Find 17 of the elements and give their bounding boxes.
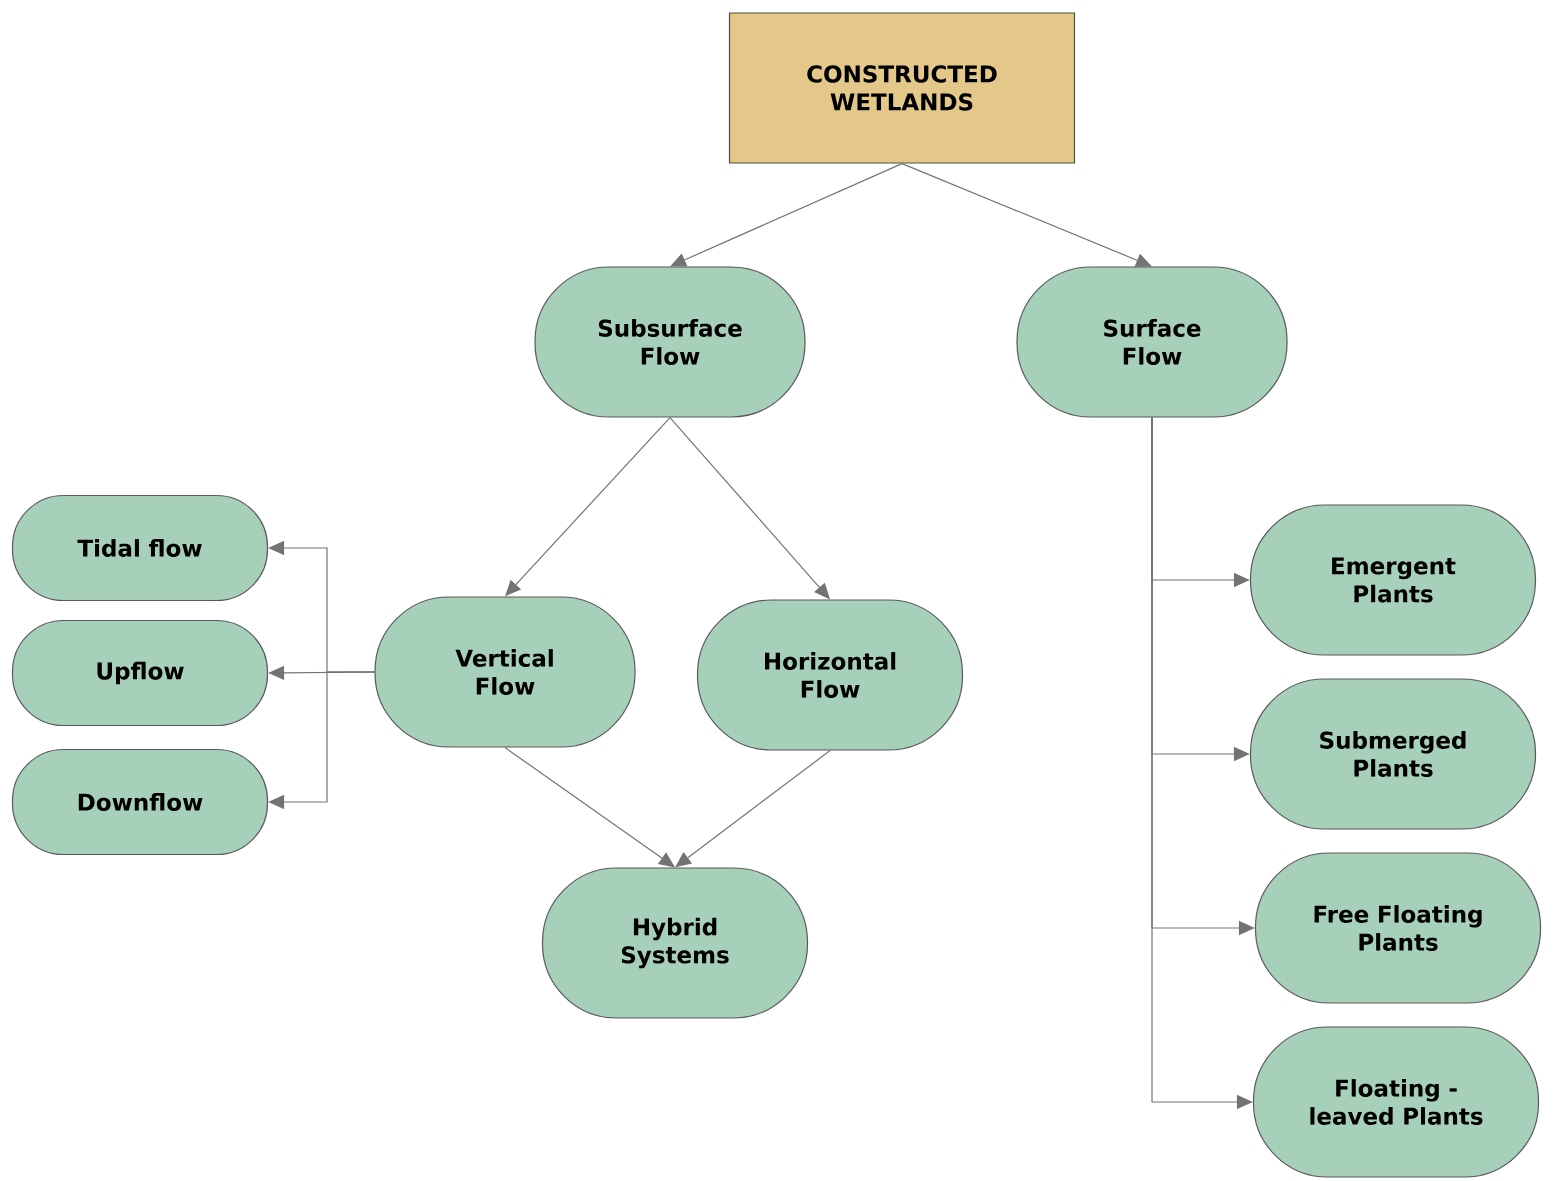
- arrow: [901, 163, 1152, 267]
- arrow: [504, 747, 675, 868]
- rounded-box: Downflow: [11, 748, 269, 856]
- rounded-box: Upflow: [11, 619, 269, 727]
- rounded-box: Submerged Plants: [1249, 678, 1537, 830]
- rounded-box: Subsurface Flow: [534, 266, 806, 418]
- rounded-box: Vertical Flow: [374, 596, 636, 748]
- rounded-box: Tidal flow: [11, 494, 269, 602]
- arrow: [670, 163, 903, 267]
- arrow: [675, 750, 831, 868]
- rounded-box: Emergent Plants: [1249, 504, 1537, 656]
- rounded-box: Free Floating Plants: [1254, 852, 1542, 1004]
- rounded-box: Floating - leaved Plants: [1252, 1026, 1540, 1178]
- rounded-box: Surface Flow: [1016, 266, 1288, 418]
- title-box: CONSTRUCTED WETLANDS: [728, 12, 1076, 164]
- rounded-box: Hybrid Systems: [541, 867, 809, 1019]
- rounded-box: Horizontal Flow: [696, 599, 964, 751]
